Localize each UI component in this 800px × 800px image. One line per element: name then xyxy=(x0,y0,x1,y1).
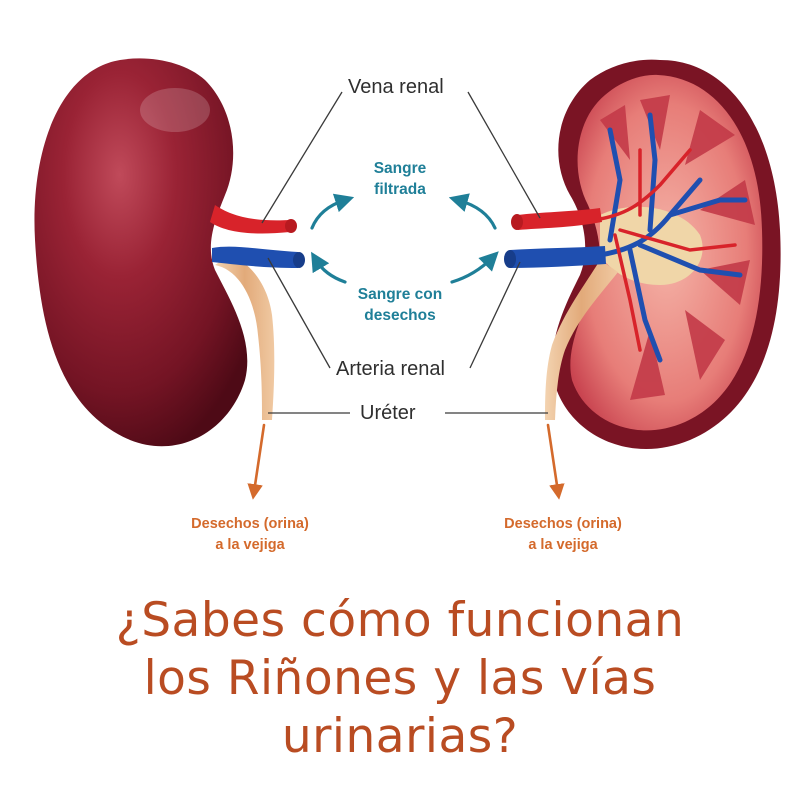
label-sangre-con-desechos-line2: desechos xyxy=(364,307,436,324)
label-desechos-left: Desechos (orina) a la vejiga xyxy=(155,514,345,556)
arrow-desechos-left xyxy=(311,251,347,284)
label-arteria-renal: Arteria renal xyxy=(336,358,445,380)
label-desechos-left-line2: a la vejiga xyxy=(215,537,285,553)
label-desechos-right-line1: Desechos (orina) xyxy=(504,516,622,532)
renal-pyramids xyxy=(600,95,755,400)
label-vena-renal: Vena renal xyxy=(348,76,444,98)
left-artery-end xyxy=(285,219,297,233)
leader-lines xyxy=(261,91,548,414)
label-desechos-right: Desechos (orina) a la vejiga xyxy=(468,514,658,556)
left-kidney xyxy=(34,58,305,447)
label-ureter: Uréter xyxy=(360,402,416,424)
label-sangre-filtrada-line1: Sangre xyxy=(373,160,427,177)
headline-line-2: los Riñones y las vías xyxy=(143,651,657,706)
left-renal-vein xyxy=(212,246,298,268)
arrow-filtrada-right xyxy=(448,193,497,230)
label-desechos-right-line2: a la vejiga xyxy=(528,537,598,553)
left-kidney-body xyxy=(34,58,248,447)
right-vein-end xyxy=(504,250,516,268)
right-artery-end xyxy=(511,214,523,230)
headline: ¿Sabes cómo funcionan los Riñones y las … xyxy=(0,592,800,766)
urine-arrows xyxy=(247,423,565,500)
headline-line-3: urinarias? xyxy=(281,709,519,764)
left-renal-artery xyxy=(210,205,290,234)
right-kidney xyxy=(504,59,781,449)
arrow-filtrada-left xyxy=(310,193,355,230)
arrow-urine-left xyxy=(247,423,266,500)
arrow-urine-right xyxy=(546,423,565,500)
headline-line-1: ¿Sabes cómo funcionan xyxy=(115,593,685,648)
label-desechos-left-line1: Desechos (orina) xyxy=(191,516,309,532)
right-ureter xyxy=(545,260,618,420)
left-vein-end xyxy=(293,252,305,268)
left-kidney-highlight xyxy=(140,88,210,132)
label-sangre-filtrada-line2: filtrada xyxy=(374,181,426,198)
left-ureter xyxy=(215,255,275,420)
right-renal-vein xyxy=(510,246,606,268)
leader-vena-right xyxy=(467,91,541,219)
right-renal-artery xyxy=(518,208,602,230)
arrow-desechos-right xyxy=(450,251,499,284)
label-sangre-con-desechos: Sangre con desechos xyxy=(340,284,460,326)
label-sangre-con-desechos-line1: Sangre con xyxy=(357,286,443,303)
leader-arteria-left xyxy=(267,257,331,369)
leader-vena-left xyxy=(261,91,343,224)
renal-pelvis xyxy=(600,206,703,285)
blood-arrows xyxy=(310,193,499,284)
label-sangre-filtrada: Sangre filtrada xyxy=(350,158,450,200)
leader-arteria-right xyxy=(469,261,521,369)
